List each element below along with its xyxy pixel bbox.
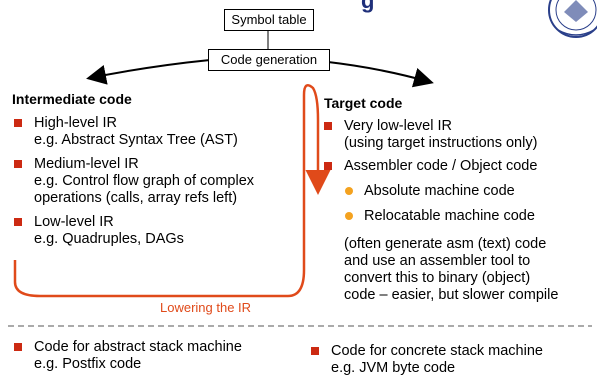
concrete-stack-machine: Code for concrete stack machine	[331, 343, 543, 359]
assembler-object-code: Assembler code / Object code	[344, 158, 538, 174]
target-code-heading: Target code	[324, 95, 403, 111]
concrete-stack-example: e.g. JVM byte code	[331, 360, 456, 376]
medium-level-ir-example-1: e.g. Control flow graph of complex	[34, 173, 255, 189]
abstract-stack-example: e.g. Postfix code	[34, 356, 142, 372]
bullet-abstract-stack	[14, 343, 22, 351]
lowering-ir-label: Lowering the IR	[160, 300, 252, 315]
medium-level-ir-example-2: operations (calls, array refs left)	[34, 190, 238, 206]
bullet-low-level	[14, 218, 22, 226]
bullet-relocatable	[345, 212, 353, 220]
title-fragment: g	[361, 0, 375, 13]
bullet-absolute	[345, 187, 353, 195]
intermediate-code-heading: Intermediate code	[12, 91, 132, 107]
very-low-level-ir-note: (using target instructions only)	[344, 135, 538, 151]
note-line-3: convert this to binary (object)	[344, 270, 531, 286]
note-line-4: code – easier, but slower compile	[344, 287, 559, 303]
bullet-assembler	[324, 162, 332, 170]
bullet-concrete-stack	[311, 347, 319, 355]
note-line-2: and use an assembler tool to	[344, 253, 531, 269]
note-line-1: (often generate asm (text) code	[344, 236, 547, 252]
bullet-high-level	[14, 119, 22, 127]
very-low-level-ir: Very low-level IR	[344, 118, 452, 134]
high-level-ir-example: e.g. Abstract Syntax Tree (AST)	[34, 132, 238, 148]
bullet-very-low-level	[324, 122, 332, 130]
absolute-machine-code: Absolute machine code	[364, 183, 515, 199]
abstract-stack-machine: Code for abstract stack machine	[34, 339, 242, 355]
bullet-medium-level	[14, 160, 22, 168]
low-level-ir-example: e.g. Quadruples, DAGs	[34, 231, 184, 247]
medium-level-ir: Medium-level IR	[34, 156, 139, 172]
symbol-table-box: Symbol table	[224, 9, 314, 31]
university-seal-logo	[546, 0, 597, 48]
code-generation-box: Code generation	[208, 49, 330, 71]
low-level-ir: Low-level IR	[34, 214, 114, 230]
high-level-ir: High-level IR	[34, 115, 117, 131]
relocatable-machine-code: Relocatable machine code	[364, 208, 535, 224]
